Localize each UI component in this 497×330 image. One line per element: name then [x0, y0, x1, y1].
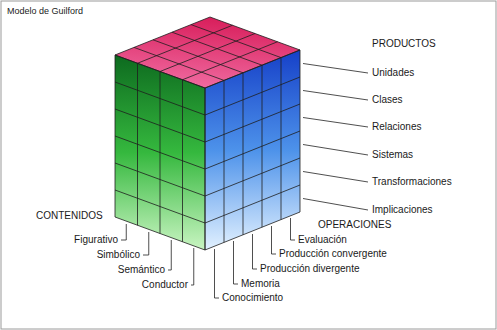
leader-lines	[121, 64, 368, 299]
cube-grid	[115, 17, 300, 250]
grid-line	[115, 55, 205, 88]
grid-line	[115, 217, 205, 250]
axis-value: Semántico	[118, 264, 165, 276]
grid-line	[115, 190, 205, 223]
leader-line	[234, 241, 239, 284]
axis-value: Producción divergente	[260, 263, 360, 275]
axis-heading: PRODUCTOS	[372, 38, 436, 50]
grid-line	[115, 109, 205, 142]
grid-line	[115, 136, 205, 169]
leader-line	[303, 172, 368, 183]
leader-line	[303, 118, 368, 128]
leader-line	[168, 240, 171, 270]
grid-line	[160, 34, 255, 72]
grid-line	[183, 42, 278, 80]
axis-value: Producción convergente	[279, 248, 387, 260]
leader-line	[303, 145, 368, 156]
grid-line	[115, 82, 205, 115]
grid-line	[115, 17, 210, 55]
leader-line	[303, 64, 368, 74]
grid-line	[210, 17, 300, 50]
grid-line	[172, 32, 262, 65]
leader-line	[272, 226, 277, 254]
grid-line	[134, 47, 224, 80]
axis-value: Memoria	[241, 278, 280, 290]
axis-value: Conocimiento	[222, 292, 283, 304]
leader-line	[303, 91, 368, 101]
axis-value: Evaluación	[298, 234, 347, 246]
grid-line	[153, 40, 243, 73]
diagram-title: Modelo de Guilford	[7, 5, 83, 17]
axis-value: Clases	[372, 94, 403, 106]
axis-value: Conductor	[142, 279, 188, 291]
axis-value: Transformaciones	[372, 176, 452, 188]
grid-line	[115, 55, 205, 88]
axis-value: Relaciones	[372, 121, 421, 133]
right-face	[205, 50, 300, 250]
leader-line	[191, 248, 194, 285]
leader-line	[121, 224, 126, 240]
leader-line	[303, 199, 368, 211]
axis-value: Figurativo	[74, 234, 118, 246]
leader-line	[253, 234, 258, 269]
axis-heading: OPERACIONES	[318, 219, 391, 231]
left-face	[115, 55, 205, 250]
leader-line	[291, 218, 296, 240]
grid-line	[191, 25, 281, 58]
leader-line	[143, 232, 149, 255]
axis-value: Unidades	[372, 67, 414, 79]
leader-line	[215, 249, 220, 298]
grid-line	[115, 163, 205, 196]
axis-value: Simbólico	[97, 249, 140, 261]
grid-line	[138, 25, 233, 63]
axis-value: Implicaciones	[372, 204, 433, 216]
axis-value: Sistemas	[372, 149, 413, 161]
axis-heading: CONTENIDOS	[36, 210, 103, 222]
